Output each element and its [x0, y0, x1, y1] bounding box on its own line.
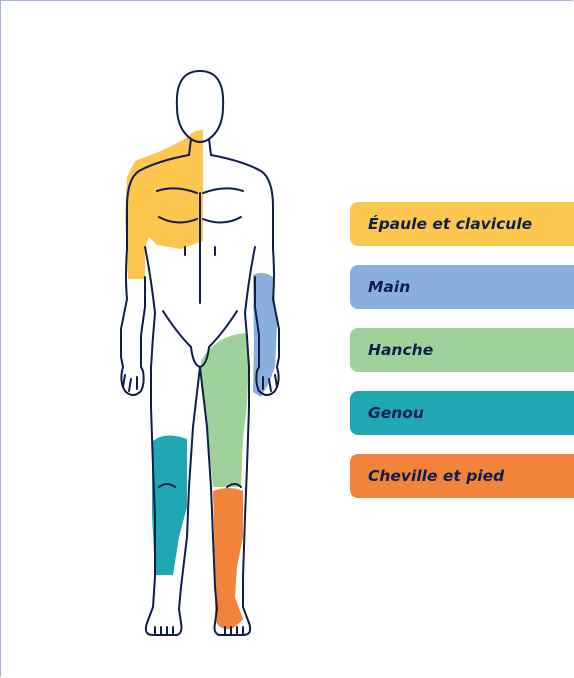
- label-hand[interactable]: Main: [350, 265, 574, 309]
- region-shoulder-clavicle[interactable]: [125, 130, 203, 279]
- body-diagram: [97, 67, 303, 639]
- label-ankle-foot[interactable]: Cheville et pied: [350, 454, 574, 498]
- body-figure: [97, 67, 303, 639]
- region-knee[interactable]: [152, 435, 187, 575]
- label-hip[interactable]: Hanche: [350, 328, 574, 372]
- region-legend: Épaule et clavicule Main Hanche Genou Ch…: [350, 202, 574, 517]
- label-shoulder-clavicle[interactable]: Épaule et clavicule: [350, 202, 574, 246]
- label-knee[interactable]: Genou: [350, 391, 574, 435]
